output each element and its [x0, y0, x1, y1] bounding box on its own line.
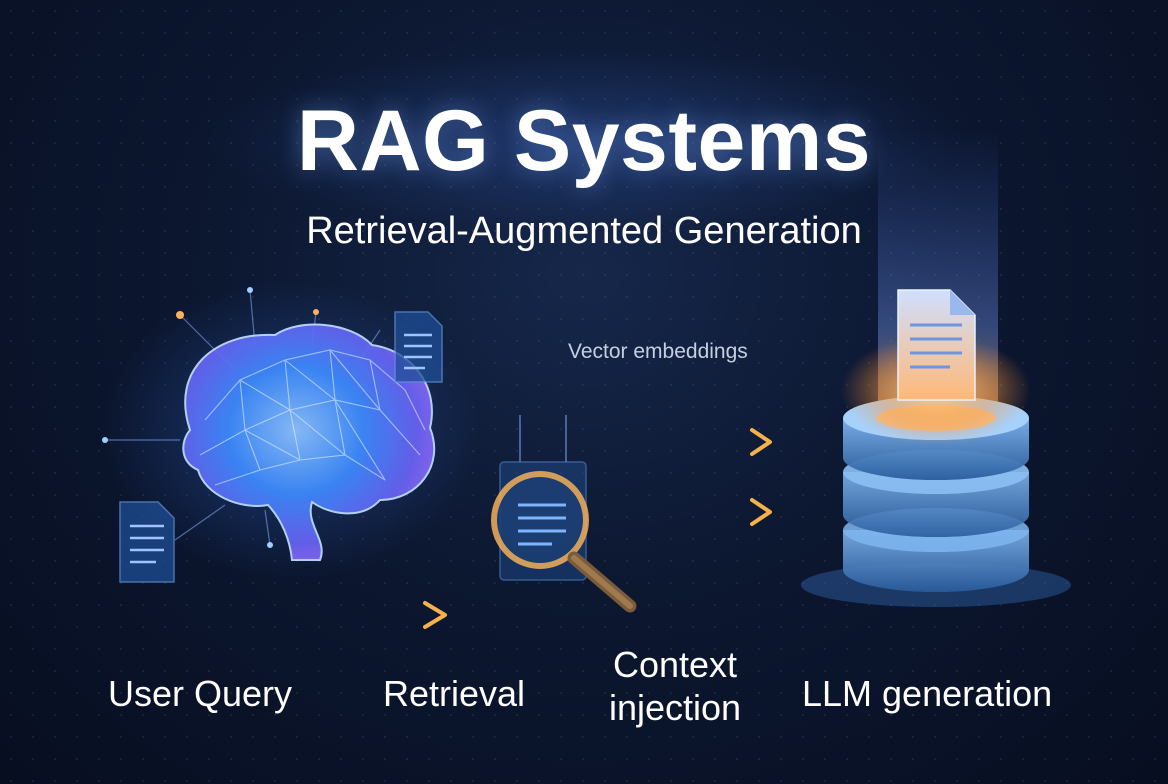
document-icon-left	[119, 501, 175, 583]
stage-label-llm-generation: LLM generation	[802, 673, 1053, 714]
magnifier-icon	[491, 415, 637, 613]
stage-label-user-query: User Query	[108, 673, 293, 714]
page-subtitle: Retrieval-Augmented Generation	[306, 210, 862, 252]
stage-label-context-injection: Context injection	[608, 644, 742, 729]
arrow-icon	[275, 428, 772, 629]
stage-label-retrieval: Retrieval	[383, 673, 526, 714]
title-glow	[204, 50, 964, 230]
document-icon-top	[394, 311, 443, 383]
brain-icon	[100, 280, 480, 580]
page-title: RAG Systems	[296, 93, 872, 189]
vector-embeddings-caption: Vector embeddings	[568, 340, 748, 363]
database-icon	[801, 130, 1071, 607]
